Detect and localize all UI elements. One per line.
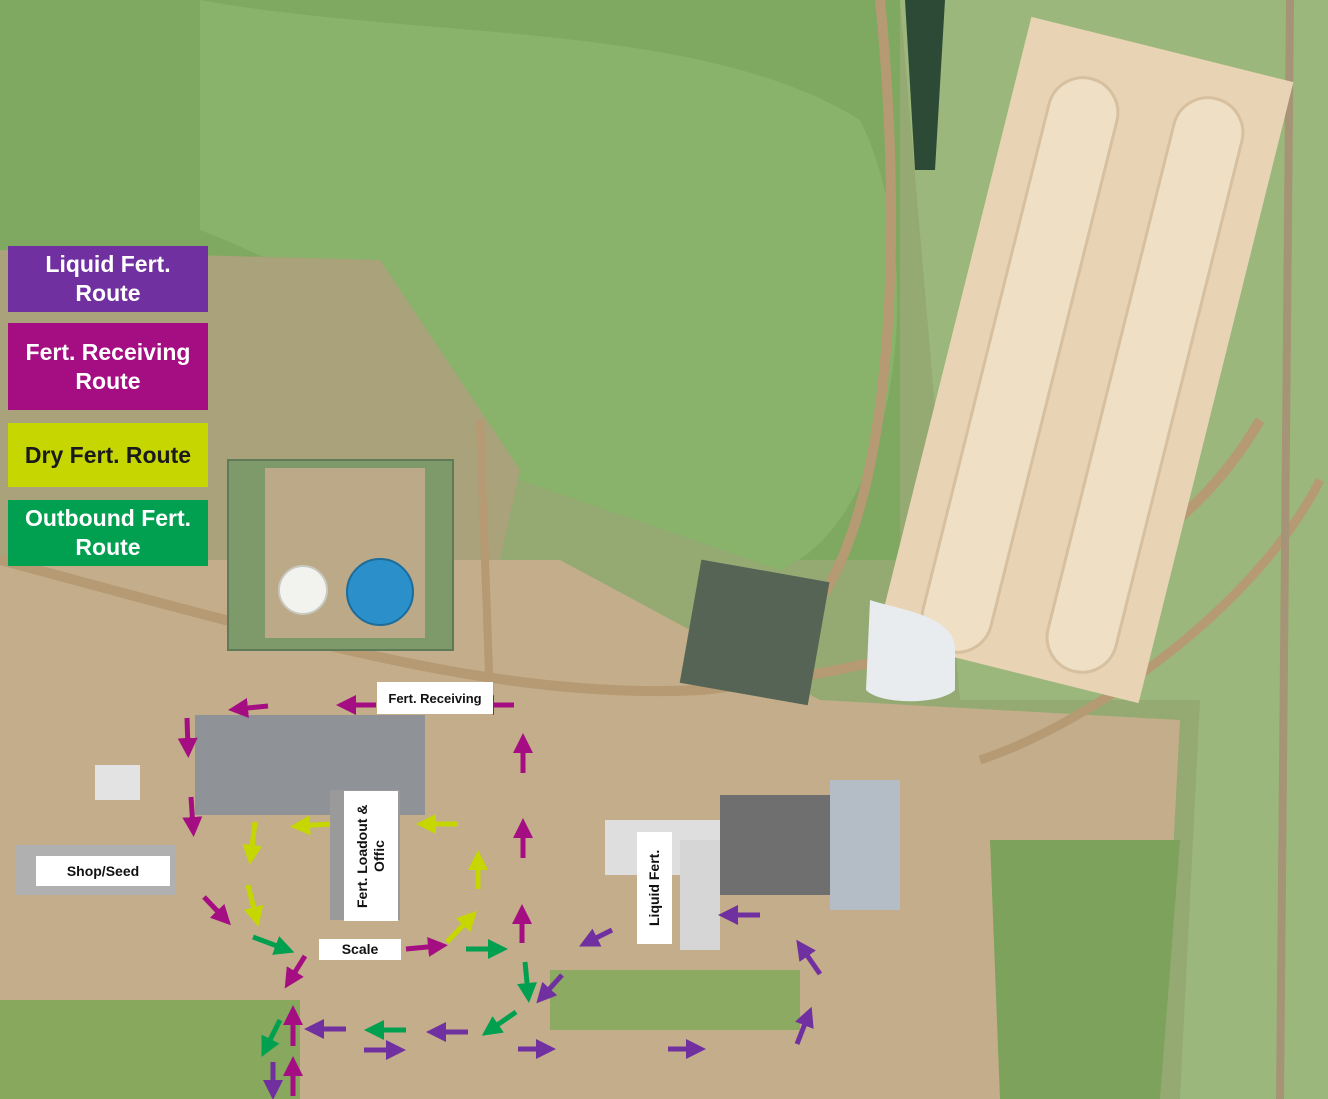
dry-route-arrows bbox=[242, 814, 488, 944]
label-liquid-fert: Liquid Fert. bbox=[637, 832, 672, 944]
receiving-route-arrows bbox=[177, 695, 533, 1096]
liquid-route-arrows bbox=[263, 905, 823, 1099]
outbound-route-arrows bbox=[252, 934, 537, 1057]
label-shop-seed: Shop/Seed bbox=[36, 856, 170, 886]
legend-liquid-fert-route: Liquid Fert. Route bbox=[8, 246, 208, 312]
legend-outbound-fert-route: Outbound Fert. Route bbox=[8, 500, 208, 566]
label-fert-receiving: Fert. Receiving bbox=[377, 682, 493, 714]
label-scale: Scale bbox=[319, 939, 401, 960]
legend-fert-receiving-route: Fert. Receiving Route bbox=[8, 323, 208, 410]
label-fert-loadout-office: Fert. Loadout & Offic bbox=[344, 791, 398, 921]
legend-dry-fert-route: Dry Fert. Route bbox=[8, 423, 208, 487]
gravel-yard bbox=[0, 560, 1180, 1099]
